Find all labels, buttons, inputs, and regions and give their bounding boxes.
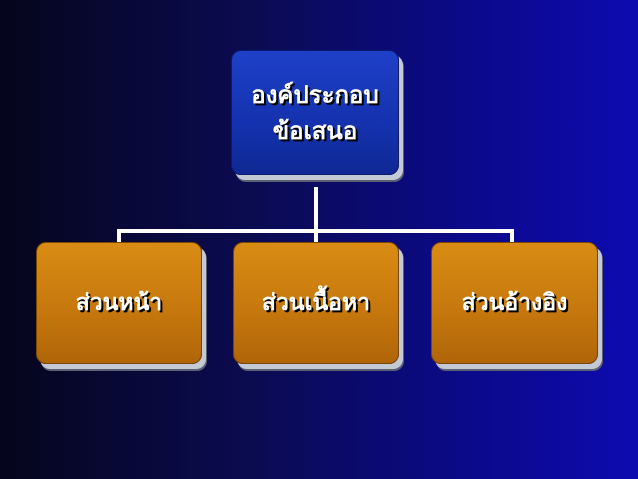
root-node-line-1: องค์ประกอบ: [251, 79, 379, 109]
root-node-proposal-components: องค์ประกอบ ข้อเสนอ: [231, 50, 399, 175]
child-node-content-section: ส่วนเนื้อหา: [233, 242, 399, 364]
child-node-label: ส่วนหน้า: [75, 289, 163, 316]
child-node-label: ส่วนเนื้อหา: [261, 289, 371, 316]
child-node-front-section: ส่วนหน้า: [36, 242, 202, 364]
child-node-reference-section: ส่วนอ้างอิง: [431, 242, 598, 364]
child-node-label: ส่วนอ้างอิง: [461, 289, 568, 316]
root-node-line-2: ข้อเสนอ: [272, 115, 358, 145]
